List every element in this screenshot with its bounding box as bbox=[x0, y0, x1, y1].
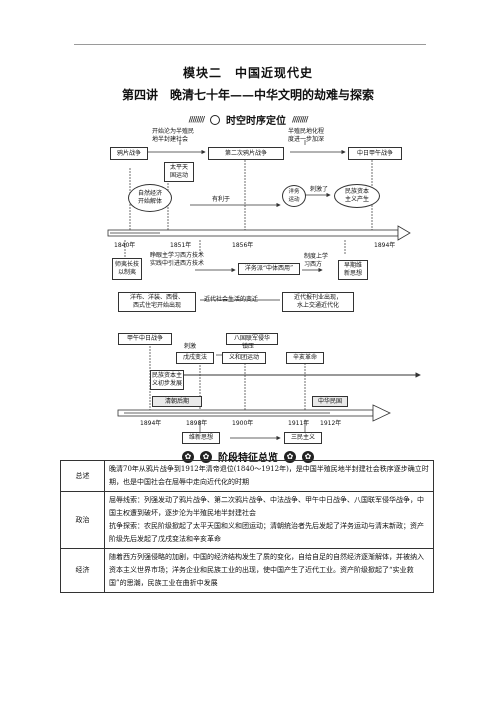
summary-section-heading: ✿ ✿ 阶段特征总览 ✿ ✿ bbox=[0, 449, 496, 464]
reform-thought-box: 维新思想 bbox=[182, 432, 220, 444]
row-text: 屈辱线索：列强发动了鸦片战争、第二次鸦片战争、中法战争、甲午中日战争、八国联军侵… bbox=[104, 491, 434, 549]
western-tech-note: 睁眼主学习西方技术 实践中引进西方技术 bbox=[150, 252, 205, 267]
year-1912: 1912年 bbox=[320, 420, 342, 427]
life-changes-box: 洋布、洋装、西餐、 西式住宅开始出现 bbox=[118, 292, 196, 312]
flower-ornament-icon: ✿ bbox=[302, 450, 314, 463]
opium-war-box: 鸦片战争 bbox=[110, 147, 148, 160]
ciji-label-2: 刺激 bbox=[184, 343, 197, 350]
module-title: 模块二 中国近现代史 bbox=[182, 66, 313, 80]
lecture-title: 第四讲 晚清七十年——中华文明的劫难与探索 bbox=[121, 88, 374, 102]
three-principles-box: 三民主义 bbox=[284, 432, 322, 444]
youli-label: 有利于 bbox=[212, 196, 231, 203]
year-1900: 1900年 bbox=[232, 420, 254, 427]
modern-news-box: 近代报刊业出现， 水上交通近代化 bbox=[282, 292, 354, 312]
year-1894: 1894年 bbox=[374, 242, 396, 249]
taiping-box: 太平天 国运动 bbox=[164, 162, 194, 182]
humiliation-line: 屈辱线索：列强发动了鸦片战争、第二次鸦片战争、中法战争、甲午中日战争、八国联军侵… bbox=[109, 496, 424, 517]
semi-colonial-begin-note: 开始沦为半殖民 地半封建社会 bbox=[152, 128, 195, 143]
row-label: 政治 bbox=[60, 491, 105, 549]
foreign-affairs-oval: 洋务 运动 bbox=[282, 185, 306, 207]
ciji-label: 刺激了 bbox=[310, 186, 329, 193]
eight-nation-box: 八国联军侵华 bbox=[226, 333, 278, 345]
table-row: 政治 屈辱线索：列强发动了鸦片战争、第二次鸦片战争、中法战争、甲午中日战争、八国… bbox=[60, 491, 434, 549]
year-1840: 1840年 bbox=[114, 242, 136, 249]
modern-social-label: 近代社会生活的变迁 bbox=[204, 296, 259, 303]
late-qing-box: 清朝后期 bbox=[152, 396, 202, 407]
year-1856: 1856年 bbox=[232, 242, 254, 249]
ti-yong-box: 洋务派“中体西用” bbox=[238, 263, 300, 275]
early-reform-box: 早期维 新思想 bbox=[338, 260, 368, 280]
roc-box: 中华民国 bbox=[312, 396, 348, 407]
xinhai-box: 辛亥革命 bbox=[286, 352, 324, 364]
year-1851: 1851年 bbox=[170, 242, 192, 249]
zigzag-ornament-icon: //////// bbox=[292, 115, 308, 124]
row-text: 晚清70年从鸦片战争到1912年清帝退位(1840～1912年)，是中国半殖民地… bbox=[104, 460, 434, 492]
row-label: 经济 bbox=[60, 548, 105, 593]
summary-table: 总述 晚清70年从鸦片战争到1912年清帝退位(1840～1912年)，是中国半… bbox=[60, 460, 434, 593]
flower-ornament-icon: ✿ bbox=[200, 450, 212, 463]
clock-icon bbox=[210, 114, 220, 125]
row-label: 总述 bbox=[60, 460, 105, 492]
row-text: 随着西方列强侵略的加剧，中国的经济结构发生了质的变化，自给自足的自然经济逐渐解体… bbox=[104, 548, 434, 593]
boxer-box: 义和团运动 bbox=[222, 352, 266, 364]
timeline-section-heading: //////// 时空时序定位 //////// bbox=[188, 114, 308, 127]
national-capital-box: 民族资本主 义初步发展 bbox=[150, 370, 184, 390]
sino-japanese-war-box: 中日甲午战争 bbox=[348, 147, 402, 160]
timeline-diagram-lines bbox=[107, 140, 421, 441]
politics-learning-note: 制度上学 习西方 bbox=[304, 253, 329, 268]
flower-ornament-icon: ✿ bbox=[284, 450, 296, 463]
reform-box: 戊戌变法 bbox=[176, 352, 214, 364]
year-1898: 1898年 bbox=[186, 420, 208, 427]
jiawu-box: 甲午中日战争 bbox=[118, 333, 172, 345]
flower-ornament-icon: ✿ bbox=[182, 450, 194, 463]
capitalism-oval: 民族资本 主义产生 bbox=[334, 184, 380, 208]
second-opium-war-box: 第二次鸦片战争 bbox=[208, 147, 284, 160]
sea-defense-box: 师夷长技 以制夷 bbox=[112, 258, 142, 280]
zhenya-label: 镇压 bbox=[242, 343, 255, 350]
header-rule bbox=[74, 44, 426, 45]
natural-economy-oval: 自然经济 开始解体 bbox=[128, 184, 172, 212]
table-row: 总述 晚清70年从鸦片战争到1912年清帝退位(1840～1912年)，是中国半… bbox=[60, 460, 434, 492]
semi-colonial-deepen-note: 半殖民地化程 度进一步加深 bbox=[288, 128, 325, 143]
year-1894-b: 1894年 bbox=[140, 420, 162, 427]
table-row: 经济 随着西方列强侵略的加剧，中国的经济结构发生了质的变化，自给自足的自然经济逐… bbox=[60, 548, 434, 593]
year-1911: 1911年 bbox=[288, 420, 310, 427]
zigzag-ornament-icon: //////// bbox=[188, 115, 205, 124]
resistance-line: 抗争探索：农民阶级掀起了太平天国和义和团运动；清朝统治者先后发起了洋务运动与清末… bbox=[109, 522, 424, 543]
